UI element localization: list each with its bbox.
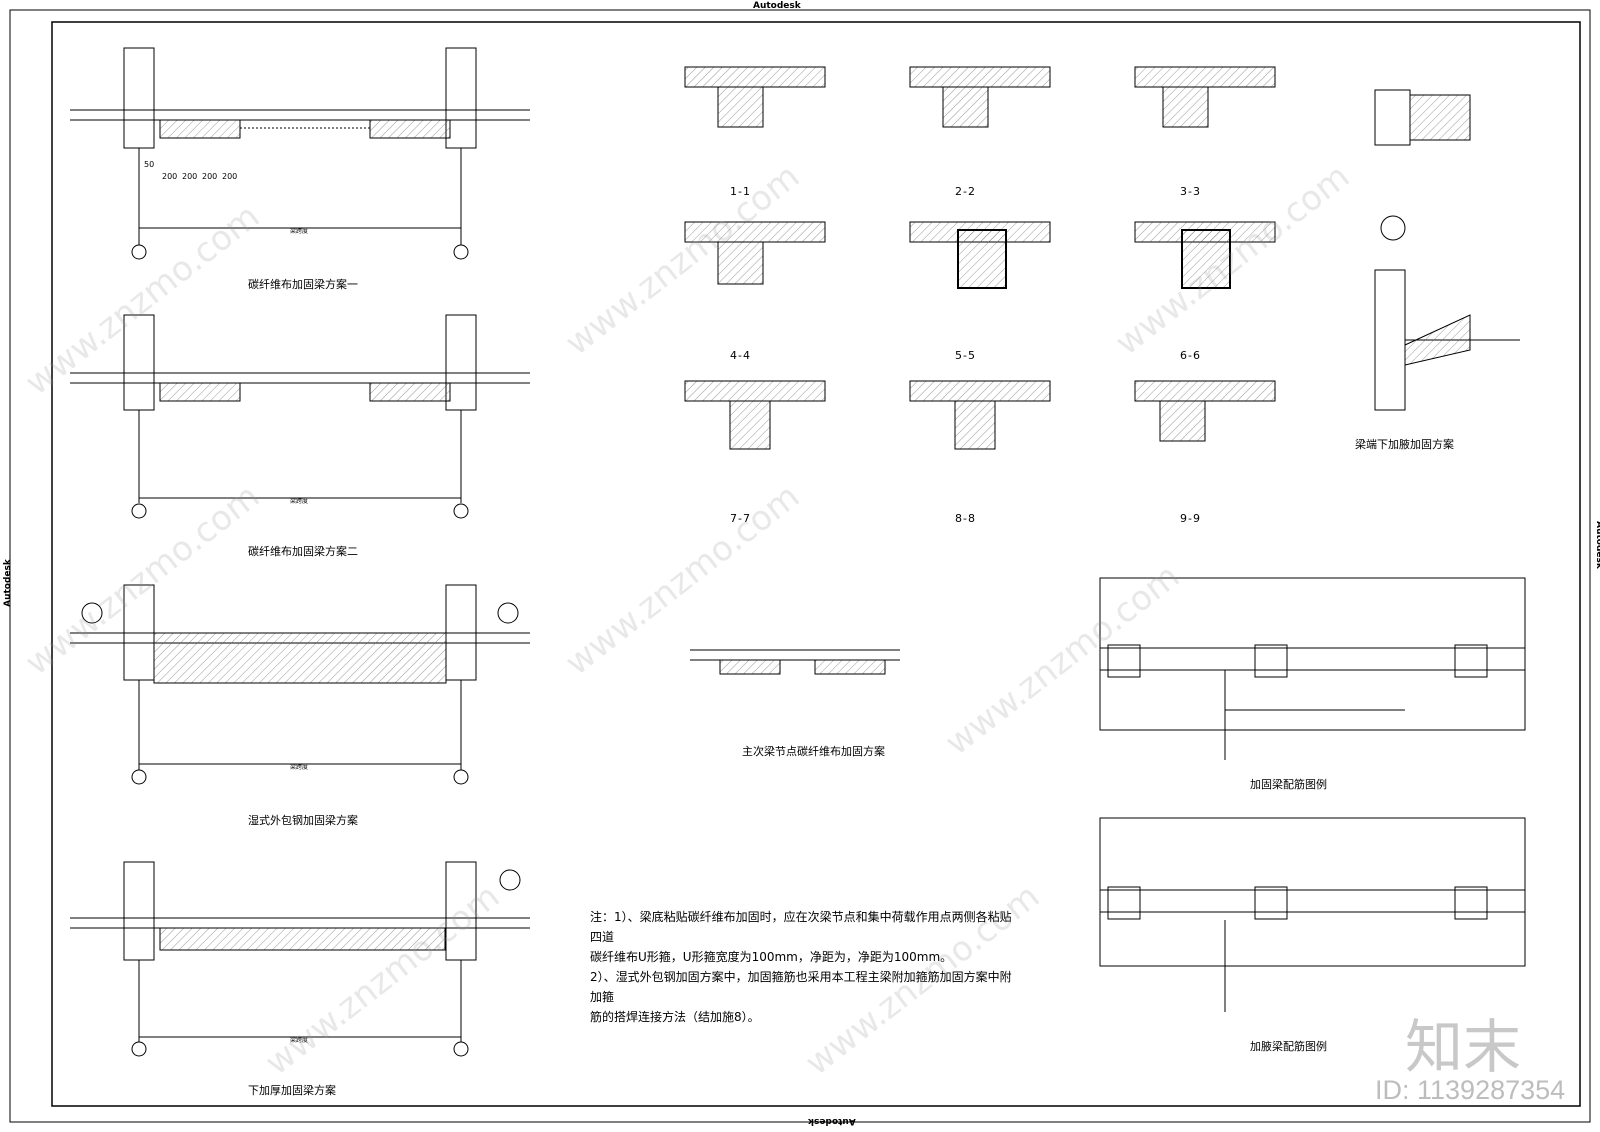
elevation-scheme-3 bbox=[70, 584, 530, 785]
span-label: 梁跨度 bbox=[290, 228, 309, 235]
autodesk-bottom: Autodesk bbox=[808, 1116, 856, 1126]
section-label: 8-8 bbox=[955, 512, 976, 525]
elevation-scheme-2 bbox=[70, 314, 530, 519]
autodesk-top: Autodesk bbox=[753, 1, 801, 11]
note-line: 碳纤维布U形箍，U形箍宽度为100mm，净距为，净距为100mm。 bbox=[590, 950, 953, 964]
section-5-5 bbox=[909, 221, 1051, 289]
plan-haunch-legend bbox=[1099, 817, 1526, 1012]
section-label: 1-1 bbox=[730, 185, 751, 198]
title-scheme-2: 碳纤维布加固梁方案二 bbox=[248, 545, 358, 558]
detail-1 bbox=[1374, 89, 1471, 241]
dim-label: 50 bbox=[144, 160, 155, 169]
title-plan-2: 加腋梁配筋图例 bbox=[1250, 1040, 1327, 1053]
section-label: 3-3 bbox=[1180, 185, 1201, 198]
title-scheme-1: 碳纤维布加固梁方案一 bbox=[248, 278, 358, 291]
section-6-6 bbox=[1134, 221, 1276, 289]
section-4-4 bbox=[684, 221, 826, 285]
section-7-7 bbox=[684, 380, 826, 450]
title-scheme-4: 下加厚加固梁方案 bbox=[248, 1084, 336, 1097]
dim-label: 200 bbox=[222, 172, 238, 181]
span-label: 梁跨度 bbox=[290, 498, 309, 505]
title-haunch: 梁端下加腋加固方案 bbox=[1355, 438, 1454, 451]
notes-block: 注：1）、梁底粘贴碳纤维布加固时，应在次梁节点和集中荷载作用点两侧各粘贴四道 碳… bbox=[590, 907, 1020, 1027]
section-label: 9-9 bbox=[1180, 512, 1201, 525]
brand-logo: 知末 bbox=[1405, 1013, 1522, 1081]
dim-label: 200 bbox=[162, 172, 178, 181]
autodesk-left: Autodesk bbox=[2, 559, 13, 607]
section-label: 5-5 bbox=[955, 349, 976, 362]
dim-label: 200 bbox=[182, 172, 198, 181]
section-1-1 bbox=[684, 66, 826, 128]
section-label: 2-2 bbox=[955, 185, 976, 198]
inner-frame bbox=[51, 21, 1581, 1107]
id-label: ID: 1139287354 bbox=[1375, 1075, 1566, 1105]
dim-label: 200 bbox=[202, 172, 218, 181]
section-8-8 bbox=[909, 380, 1051, 450]
section-label: 4-4 bbox=[730, 349, 751, 362]
title-scheme-3: 湿式外包钢加固梁方案 bbox=[248, 814, 358, 827]
note-line: 筋的搭焊连接方法（结加施8）。 bbox=[590, 1010, 760, 1024]
note-line: 注：1）、梁底粘贴碳纤维布加固时，应在次梁节点和集中荷载作用点两侧各粘贴四道 bbox=[590, 910, 1012, 944]
title-plan-1: 加固梁配筋图例 bbox=[1250, 778, 1327, 791]
section-2-2 bbox=[909, 66, 1051, 128]
span-label: 梁跨度 bbox=[290, 1037, 309, 1044]
section-9-9 bbox=[1134, 380, 1276, 442]
autodesk-right: Autodesk bbox=[1593, 521, 1600, 569]
elevation-scheme-1 bbox=[70, 47, 530, 260]
title-joint: 主次梁节点碳纤维布加固方案 bbox=[742, 745, 885, 758]
section-label: 7-7 bbox=[730, 512, 751, 525]
elevation-scheme-4 bbox=[70, 861, 530, 1057]
span-label: 梁跨度 bbox=[290, 764, 309, 771]
plan-reinforcement-legend bbox=[1099, 577, 1526, 760]
section-label: 6-6 bbox=[1180, 349, 1201, 362]
outer-frame bbox=[9, 9, 1591, 1123]
haunch-detail bbox=[1374, 269, 1520, 411]
joint-detail bbox=[690, 649, 900, 675]
note-line: 2）、湿式外包钢加固方案中，加固箍筋也采用本工程主梁附加箍筋加固方案中附加箍 bbox=[590, 970, 1012, 1004]
section-3-3 bbox=[1134, 66, 1276, 128]
